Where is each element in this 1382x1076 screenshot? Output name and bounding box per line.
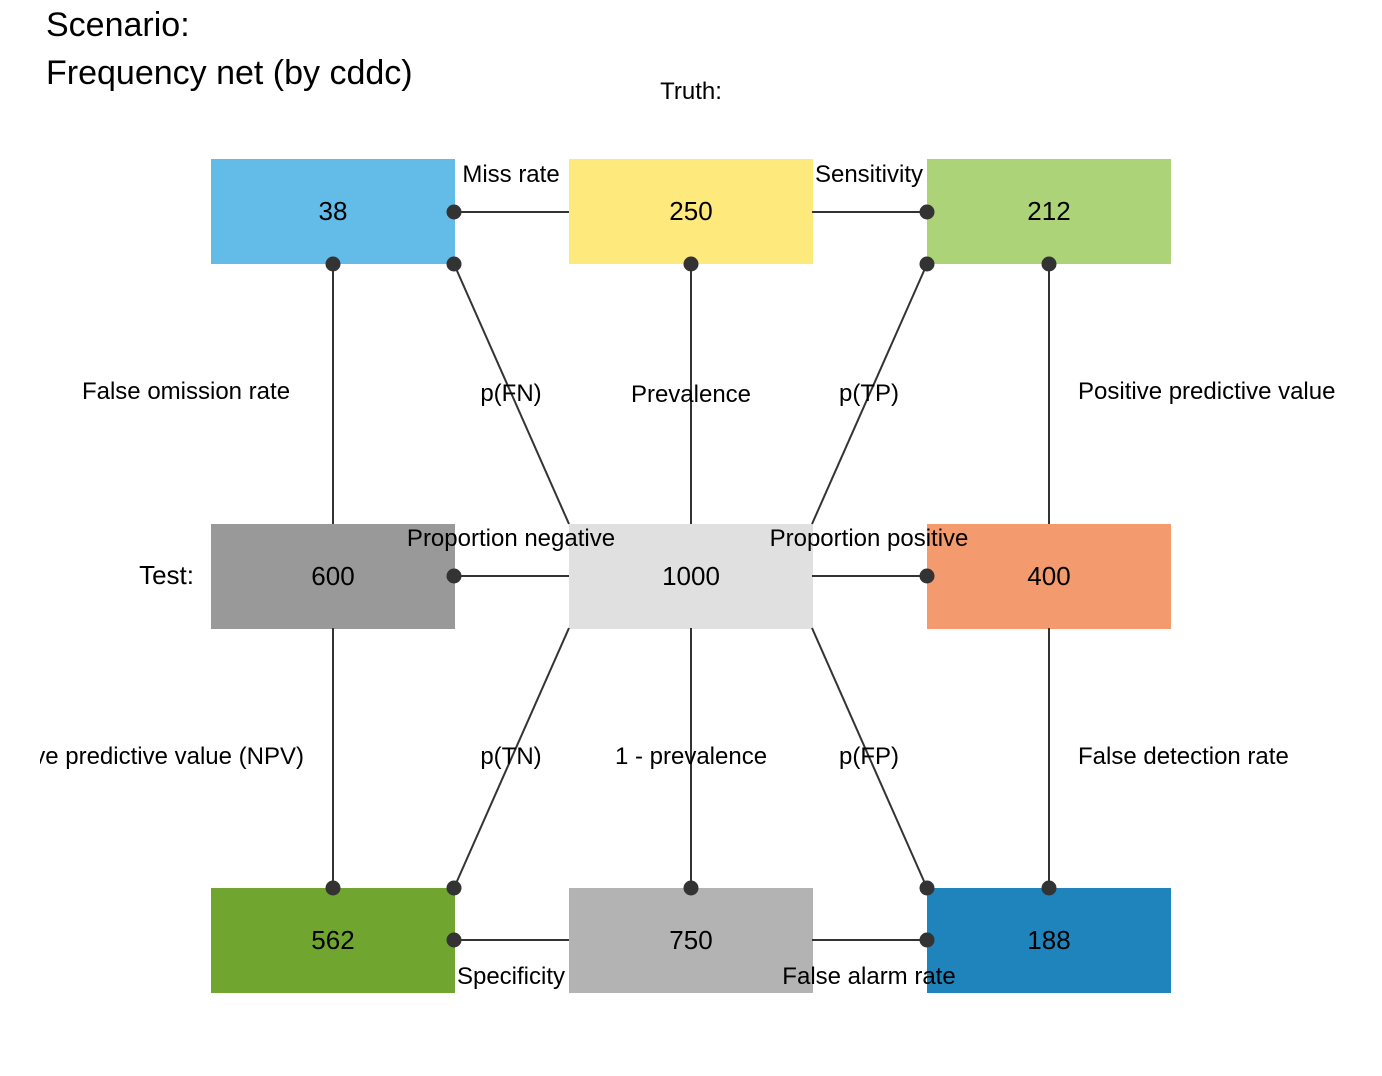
label-p-fp: p(FP) (839, 743, 899, 770)
title-line-2: Frequency net (by cddc) (46, 54, 413, 92)
plot-clip-region: False omission rate Negative predictive … (40, 0, 1336, 1076)
edge-p-tn (453, 627, 570, 889)
edge-sensitivity-endpoint (919, 204, 935, 220)
box-value: 250 (669, 196, 713, 226)
box-false-negatives: 38 (211, 159, 455, 264)
box-condition-true: 250 (569, 159, 813, 264)
edge-ppv-endpoint (1041, 256, 1057, 272)
label-p-tp: p(TP) (839, 380, 899, 407)
box-false-positives: 188 (927, 888, 1171, 993)
label-p-tn: p(TN) (480, 743, 542, 770)
edge-p-tp-endpoint (919, 256, 935, 272)
label-p-fn: p(FN) (480, 380, 542, 407)
box-value: 600 (311, 561, 355, 591)
edge-one-minus-prevalence-endpoint (683, 880, 699, 896)
box-condition-false: 750 (569, 888, 813, 993)
edge-miss-rate-endpoint (446, 204, 462, 220)
label-npv: Negative predictive value (NPV) (40, 743, 304, 770)
box-value: 212 (1027, 196, 1071, 226)
label-false-detection-rate: False detection rate (1078, 743, 1289, 770)
edge-false-detection-rate-endpoint (1041, 880, 1057, 896)
label-prevalence: Prevalence (630, 381, 752, 408)
label-false-omission-rate: False omission rate (81, 378, 291, 405)
label-false-alarm-rate: False alarm rate (782, 963, 956, 990)
edge-proportion-positive-endpoint (919, 568, 935, 584)
label-proportion-positive: Proportion positive (769, 525, 969, 552)
box-value: 400 (1027, 561, 1071, 591)
edge-false-omission-rate-endpoint (325, 256, 341, 272)
truth-label: Truth: (660, 78, 722, 105)
box-value: 750 (669, 925, 713, 955)
edge-false-alarm-rate-endpoint (919, 932, 935, 948)
box-value: 38 (318, 196, 348, 226)
edge-prevalence-endpoint (683, 256, 699, 272)
edge-specificity-endpoint (446, 932, 462, 948)
edge-proportion-negative-endpoint (446, 568, 462, 584)
label-one-minus-prevalence: 1 - prevalence (614, 743, 768, 770)
box-decision-negative: 600 (211, 524, 455, 629)
title-line-1: Scenario: (46, 6, 190, 44)
box-decision-positive: 400 (927, 524, 1171, 629)
label-ppv: Positive predictive value (PPV) (1078, 378, 1336, 405)
test-label: Test: (139, 560, 194, 590)
box-population: 1000 (569, 524, 813, 629)
edges (332, 211, 1050, 941)
box-value: 562 (311, 925, 355, 955)
edge-endpoints (325, 204, 1057, 948)
edge-p-tp (811, 263, 928, 525)
label-proportion-negative: Proportion negative (406, 525, 616, 552)
label-specificity: Specificity (456, 963, 566, 990)
edge-p-tn-endpoint (446, 880, 462, 896)
label-miss-rate: Miss rate (462, 161, 560, 188)
box-value: 188 (1027, 925, 1071, 955)
edge-p-fn-endpoint (446, 256, 462, 272)
edge-p-fn (453, 263, 570, 525)
label-sensitivity: Sensitivity (814, 161, 924, 188)
edge-p-fp (811, 627, 928, 889)
edge-p-fp-endpoint (919, 880, 935, 896)
box-true-negatives: 562 (211, 888, 455, 993)
box-value: 1000 (662, 561, 720, 591)
edge-npv-endpoint (325, 880, 341, 896)
box-true-positives: 212 (927, 159, 1171, 264)
